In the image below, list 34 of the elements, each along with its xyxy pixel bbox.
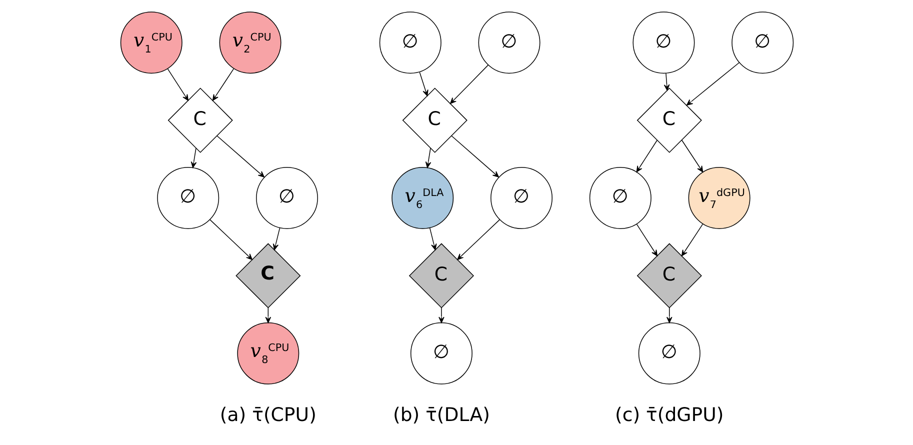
arrow — [272, 228, 280, 250]
label: (b) τ̄(DLA) — [392, 404, 490, 426]
arrow — [449, 64, 488, 104]
arrow — [166, 68, 188, 101]
label: (c) τ̄(dGPU) — [614, 404, 724, 426]
node-circle: ∅ — [478, 12, 540, 74]
node-diamond: C — [636, 243, 702, 308]
node-circle: ∅ — [378, 12, 441, 74]
arrow — [190, 148, 196, 168]
node-circle: ∅ — [588, 167, 651, 229]
arrow — [424, 148, 431, 168]
label: (a) τ̄(CPU) — [219, 404, 316, 426]
arrow — [456, 219, 500, 260]
arrow — [212, 68, 234, 101]
arrow — [209, 219, 252, 260]
arrow — [680, 224, 703, 256]
arrow — [636, 224, 658, 256]
arrow — [686, 62, 740, 106]
node-diamond: C — [167, 88, 232, 153]
arrow — [428, 228, 436, 250]
node-circle: ∅ — [731, 12, 794, 74]
node-circle: ∅ — [410, 322, 472, 384]
arrow — [680, 140, 703, 172]
node-diamond: C — [636, 88, 702, 153]
arrow — [216, 136, 264, 178]
arrow — [663, 73, 670, 91]
arrow — [418, 72, 428, 96]
arrow — [666, 308, 672, 324]
node-circle: ∅ — [638, 322, 700, 384]
node-circle: ∅ — [632, 12, 694, 74]
arrow — [636, 140, 657, 172]
arrow — [438, 308, 444, 324]
node-circle: ∅ — [156, 167, 219, 229]
arrow — [450, 136, 499, 178]
